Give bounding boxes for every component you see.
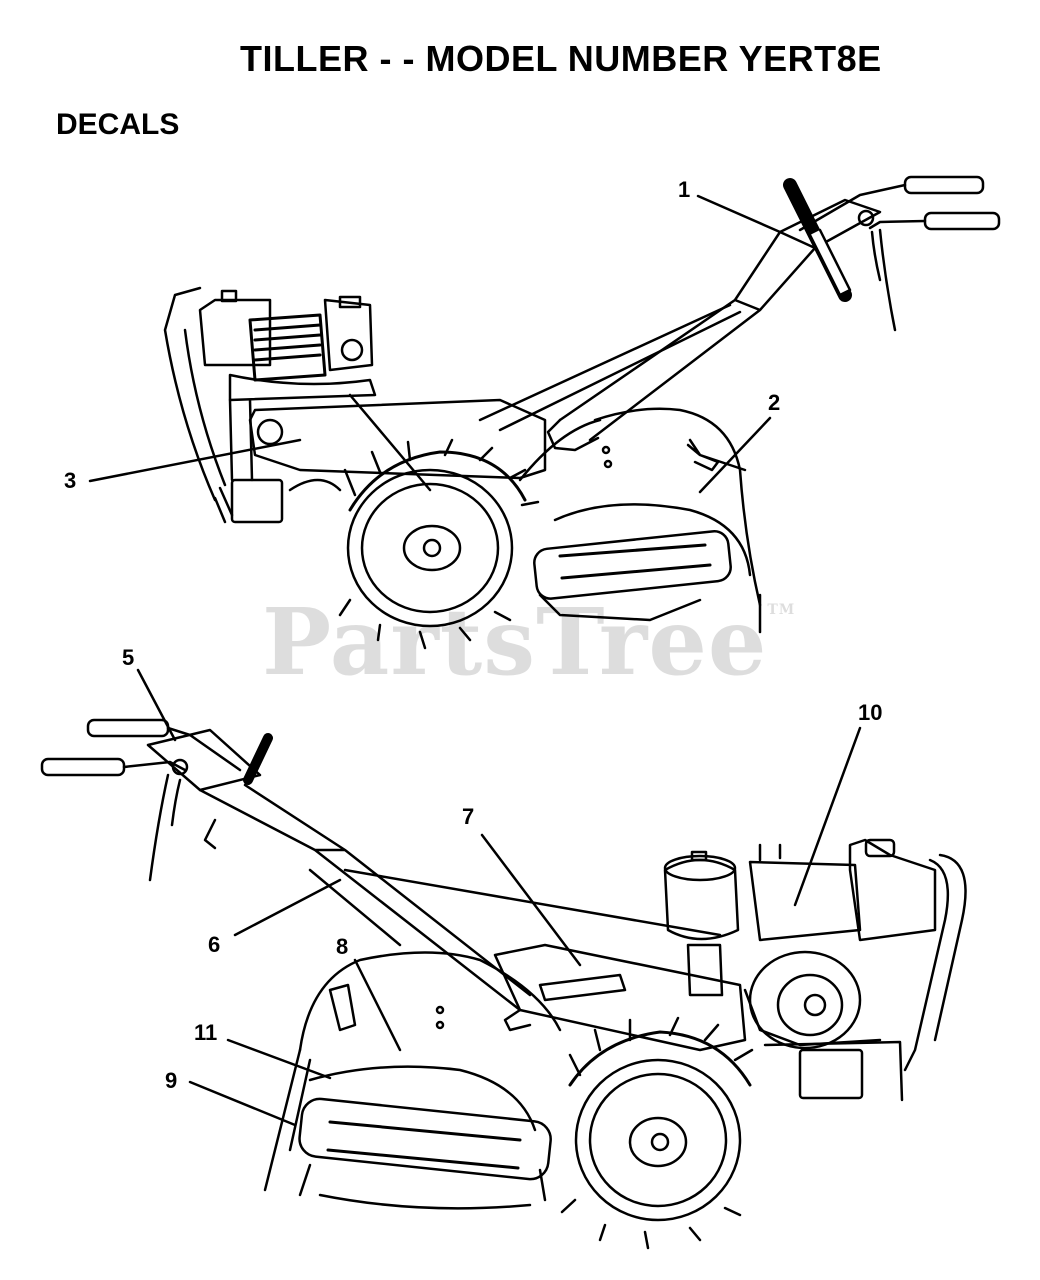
lower-handle-tube xyxy=(198,783,532,1012)
lower-cables xyxy=(148,773,182,882)
upper-handle-bars xyxy=(798,183,927,232)
leader-11 xyxy=(226,1038,332,1080)
lower-handle-bars xyxy=(122,726,242,772)
callout-9: 9 xyxy=(165,1068,178,1093)
callout-2: 2 xyxy=(768,390,781,415)
callout-5: 5 xyxy=(122,645,135,670)
upper-handle-hub xyxy=(778,198,882,250)
watermark-trademark: TM xyxy=(767,602,796,618)
upper-grip-top xyxy=(903,175,985,195)
lower-grip-top xyxy=(86,718,170,738)
lower-rear-bumper xyxy=(903,853,967,1072)
leader-7 xyxy=(480,833,582,967)
lower-handle-hub xyxy=(146,728,262,792)
leader-9 xyxy=(188,1080,297,1127)
leader-1 xyxy=(696,194,782,234)
upper-engine xyxy=(198,289,377,402)
upper-chaincase-decal xyxy=(248,398,547,480)
lower-chaincase xyxy=(493,943,747,1052)
lower-flap-decal xyxy=(298,1097,552,1181)
lower-tine-hood xyxy=(298,951,562,1052)
upper-grip-bottom xyxy=(923,211,1001,231)
upper-cables xyxy=(870,228,897,332)
callout-10: 10 xyxy=(858,700,883,725)
upper-tiller-illustration xyxy=(163,175,1001,650)
upper-tine-hood xyxy=(593,407,762,607)
leader-6 xyxy=(233,878,342,937)
lower-engine xyxy=(663,838,937,1050)
leader-8 xyxy=(353,958,402,1052)
callout-3: 3 xyxy=(64,468,77,493)
lower-wheel xyxy=(560,1016,754,1250)
leader-2 xyxy=(698,416,772,494)
callout-8: 8 xyxy=(336,934,349,959)
callout-11: 11 xyxy=(194,1020,218,1045)
callout-leaders xyxy=(88,194,862,1127)
section-heading: DECALS xyxy=(56,108,180,141)
page-title: TILLER - - MODEL NUMBER YERT8E xyxy=(240,38,882,79)
leader-10 xyxy=(793,726,862,907)
upper-handle-tube xyxy=(558,230,817,442)
callout-7: 7 xyxy=(462,804,475,829)
lower-tiller-illustration xyxy=(40,718,967,1250)
upper-flap-decal xyxy=(533,530,732,600)
callout-6: 6 xyxy=(208,932,221,957)
leader-5 xyxy=(136,668,177,742)
lower-grip-bottom xyxy=(40,757,126,777)
upper-front-bumper xyxy=(163,286,227,502)
leader-3 xyxy=(88,438,302,483)
callout-1: 1 xyxy=(678,177,691,202)
lower-depth-lever xyxy=(243,733,273,785)
upper-wheel xyxy=(338,438,540,650)
